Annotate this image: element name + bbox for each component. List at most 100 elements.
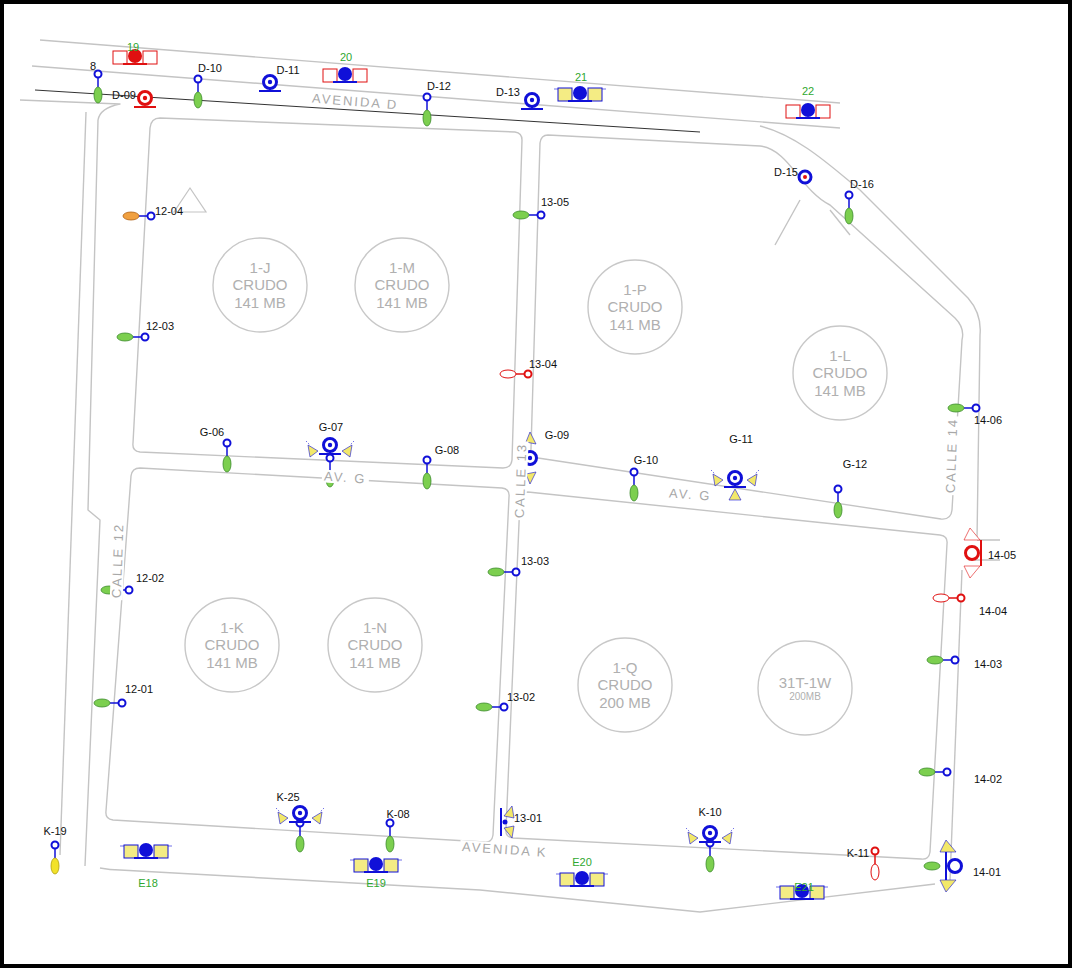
hydrant-symbol: [927, 656, 959, 664]
monitor-symbol: [501, 806, 514, 838]
monitor-number: 20: [340, 52, 352, 63]
street-name: AVENIDA D: [309, 91, 400, 111]
equipment-tag: D-10: [198, 63, 222, 74]
street-name: AV. G: [666, 486, 713, 502]
tank-circle: 1-K CRUDO 141 MB: [184, 597, 280, 693]
monitor-symbol: [134, 92, 156, 108]
equipment-tag: 13-02: [507, 692, 535, 703]
tank-circle: 1-M CRUDO 141 MB: [354, 237, 450, 333]
hydrant-symbol: [871, 848, 879, 881]
monitor-number: 22: [802, 86, 814, 97]
foam-cannon-symbol: [556, 871, 608, 886]
hydrant-symbol: [845, 192, 853, 225]
equipment-tag: K-10: [698, 807, 721, 818]
monitor-number: 21: [575, 72, 587, 83]
tank-label: 1-N CRUDO 141 MB: [343, 619, 407, 671]
equipment-tag: G-09: [545, 430, 569, 441]
tank-circle: 1-J CRUDO 141 MB: [212, 237, 308, 333]
equipment-tag: 14-06: [974, 415, 1002, 426]
equipment-tag: K-25: [276, 792, 299, 803]
equipment-tag: G-12: [843, 459, 867, 470]
hydrant-symbol: [476, 703, 508, 711]
monitor-symbol: [686, 827, 734, 873]
equipment-tag: K-19: [43, 826, 66, 837]
tank-label: 1-M CRUDO 141 MB: [370, 259, 434, 311]
tank-label: 1-K CRUDO 141 MB: [200, 619, 264, 671]
equipment-tag: 14-02: [974, 774, 1002, 785]
equipment-tag: K-08: [386, 809, 409, 820]
monitor-symbol: [799, 171, 811, 183]
monitor-number: E20: [572, 857, 592, 868]
monitor-symbol: [924, 840, 962, 892]
foam-cannon-symbol: [323, 67, 367, 82]
hydrants: [51, 71, 980, 881]
hydrant-symbol: [117, 333, 149, 341]
tank-label: 31T-1W: [779, 674, 832, 691]
hydrant-symbol: [834, 486, 842, 519]
monitor-number: 19: [127, 42, 139, 53]
hydrant-symbol: [513, 211, 545, 219]
street-name: AV. G: [321, 469, 368, 485]
monitor-symbol: [521, 94, 543, 110]
monitor-symbol: [803, 175, 807, 179]
equipment-tag: G-07: [319, 422, 343, 433]
foam-cannon-symbol: [350, 857, 402, 872]
tank-circle: 1-Q CRUDO 200 MB: [577, 637, 673, 733]
equipment-tag: 8: [90, 61, 96, 72]
equipment-tag: 13-04: [529, 359, 557, 370]
tank-circle: 1-N CRUDO 141 MB: [327, 597, 423, 693]
hydrant-symbol: [948, 404, 980, 412]
tank-circle: 31T-1W200MB: [757, 640, 853, 736]
hydrant-symbol: [94, 699, 126, 707]
equipment-tag: G-08: [435, 445, 459, 456]
hydrant-symbol: [488, 568, 520, 576]
equipment-tag: D-09: [112, 90, 136, 101]
monitors: [113, 49, 981, 899]
hydrant-symbol: [630, 469, 638, 502]
equipment-tag: 12-01: [125, 684, 153, 695]
hydrant-symbol: [51, 842, 59, 875]
hydrant-symbol: [919, 768, 951, 776]
monitor-number: E21: [794, 882, 814, 893]
equipment-tag: K-11: [847, 848, 869, 859]
foam-cannon-symbol: [120, 843, 172, 858]
equipment-tag: G-11: [729, 434, 753, 445]
hydrant-symbol: [194, 76, 202, 109]
equipment-tag: G-10: [634, 455, 658, 466]
foam-cannon-symbol: [554, 86, 606, 101]
street-name: CALLE 13: [513, 440, 529, 520]
equipment-tag: 13-03: [521, 556, 549, 567]
equipment-tag: 14-05: [988, 550, 1016, 561]
equipment-tag: D-15: [774, 167, 798, 178]
tank-label: 1-Q CRUDO 200 MB: [593, 659, 657, 711]
tank-label: 1-L CRUDO 141 MB: [808, 347, 872, 399]
tank-label: 200MB: [789, 691, 821, 703]
monitor-symbol: [711, 470, 759, 500]
hydrant-symbol: [123, 212, 155, 220]
equipment-tag: D-11: [276, 65, 299, 76]
equipment-tag: 13-05: [541, 197, 569, 208]
equipment-tag: D-12: [427, 81, 451, 92]
equipment-tag: 12-04: [155, 206, 183, 217]
equipment-tag: 14-01: [973, 867, 1001, 878]
equipment-tag: 14-03: [974, 659, 1002, 670]
tank-label: 1-J CRUDO 141 MB: [228, 259, 292, 311]
equipment-tag: 12-03: [146, 321, 174, 332]
tank-circle: 1-L CRUDO 141 MB: [792, 325, 888, 421]
hydrant-symbol: [423, 457, 431, 490]
road-outlines: [20, 40, 1000, 912]
monitor-symbol: [276, 807, 324, 853]
hydrant-symbol: [223, 440, 231, 473]
hydrant-symbol: [500, 370, 532, 378]
foam-cannon-symbol: [786, 103, 830, 118]
hydrant-symbol: [94, 71, 102, 104]
monitor-number: E18: [138, 878, 158, 889]
street-name: AVENIDA K: [460, 839, 550, 858]
street-name: CALLE 14: [944, 415, 960, 495]
hydrant-symbol: [933, 594, 965, 602]
tank-label: 1-P CRUDO 141 MB: [603, 281, 667, 333]
hydrant-symbol: [423, 94, 431, 127]
monitor-number: E19: [366, 878, 386, 889]
monitor-symbol: [259, 76, 281, 92]
